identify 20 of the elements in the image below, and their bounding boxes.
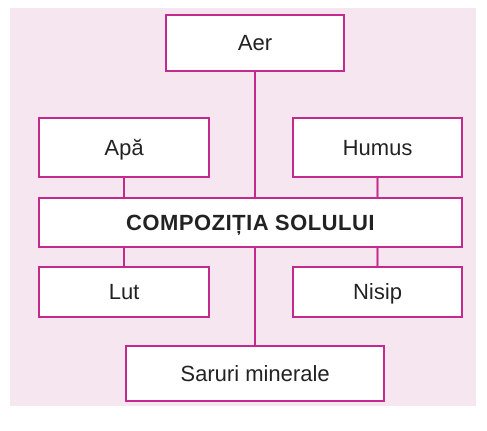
- connector-line: [376, 248, 378, 266]
- box-label: Apă: [104, 134, 144, 160]
- box-label: Lut: [108, 279, 140, 305]
- connector-line: [123, 248, 125, 266]
- connector-line: [123, 178, 125, 197]
- box-label: Humus: [342, 134, 412, 160]
- connector-line: [254, 72, 256, 197]
- connector-line: [254, 248, 256, 345]
- box-label: COMPOZIȚIA SOLULUI: [126, 210, 375, 236]
- box-label: Aer: [238, 30, 272, 56]
- component-box: [38, 266, 210, 318]
- component-box: [292, 117, 463, 178]
- connector-line: [376, 178, 378, 197]
- box-label: Saruri minerale: [180, 360, 330, 386]
- component-box: [38, 117, 210, 178]
- component-box: [165, 14, 345, 72]
- component-box: [125, 345, 385, 402]
- component-box: [292, 266, 463, 318]
- box-label: Nisip: [353, 279, 402, 305]
- title-box: [38, 197, 463, 248]
